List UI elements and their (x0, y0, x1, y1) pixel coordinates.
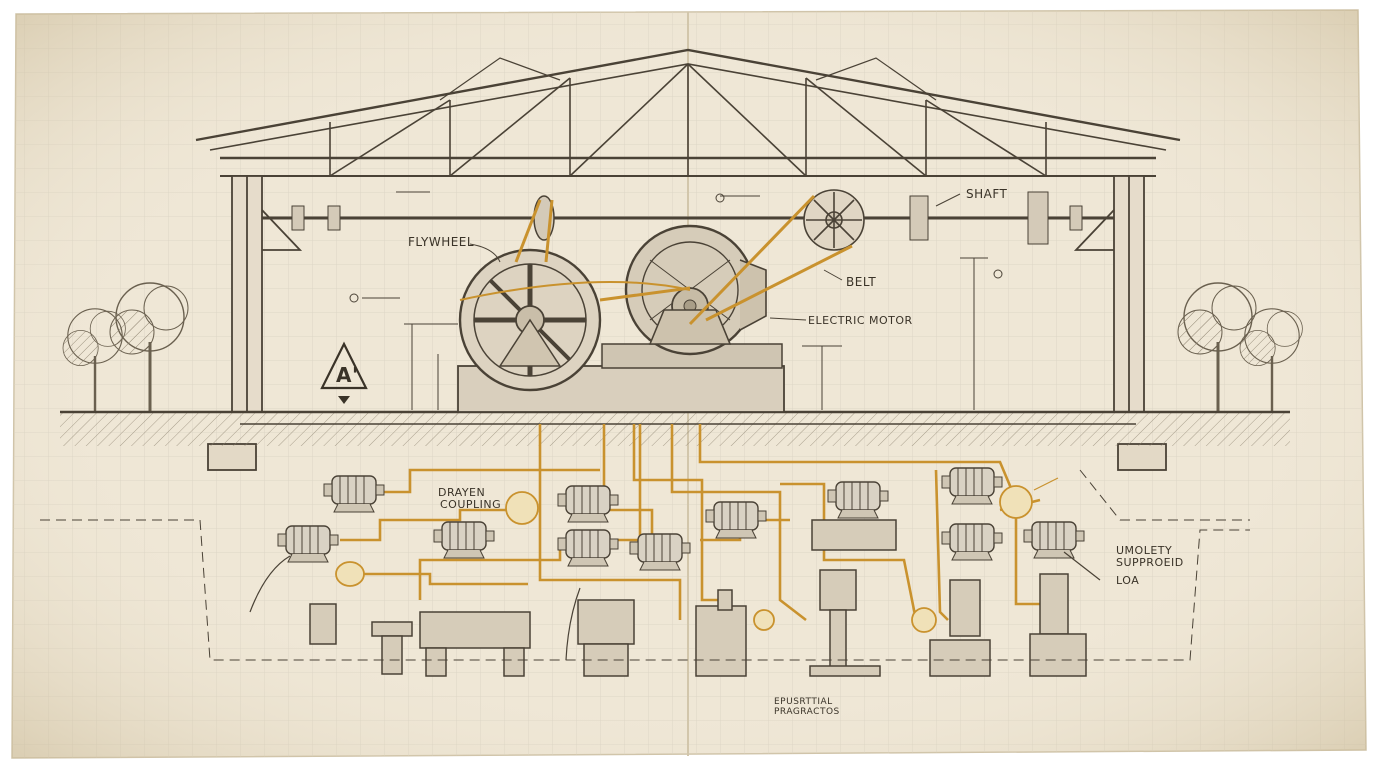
right-note-c: LOA (1116, 574, 1139, 587)
belts (459, 194, 853, 326)
flywheel (458, 248, 602, 392)
bottom-note-b: PRAGRACTOS (774, 707, 840, 717)
leader-lines (469, 193, 961, 321)
underground-dash-lines (40, 469, 1250, 661)
machine-tools (309, 519, 1087, 677)
coupling-label-b: COUPLING (440, 498, 501, 511)
electric-motor-label: ELECTRIC MOTOR (808, 314, 913, 327)
shaft-label: SHAFT (966, 187, 1008, 201)
couplings (335, 485, 1033, 633)
belt-label: BELT (846, 275, 876, 289)
building-frame (207, 175, 1167, 471)
datum-label: A' (336, 363, 359, 387)
drive-piping (340, 424, 1046, 622)
upper-pulley (803, 189, 865, 251)
ground-floor (60, 410, 1290, 446)
roof-truss (195, 48, 1181, 177)
dimension-lines (349, 191, 1003, 410)
right-note-a: UMOLETY (1116, 544, 1172, 557)
flywheel-label: FLYWHEEL (408, 235, 474, 249)
coupling-label-a: DRAYEN (438, 486, 485, 499)
line-shaft (262, 191, 1114, 245)
right-note-b: SUPPROEID (1116, 556, 1184, 569)
datum-symbol: A' (320, 341, 368, 404)
flow-arrows (249, 477, 1101, 661)
bottom-note-a: EPUSRTTIAL (774, 697, 833, 707)
